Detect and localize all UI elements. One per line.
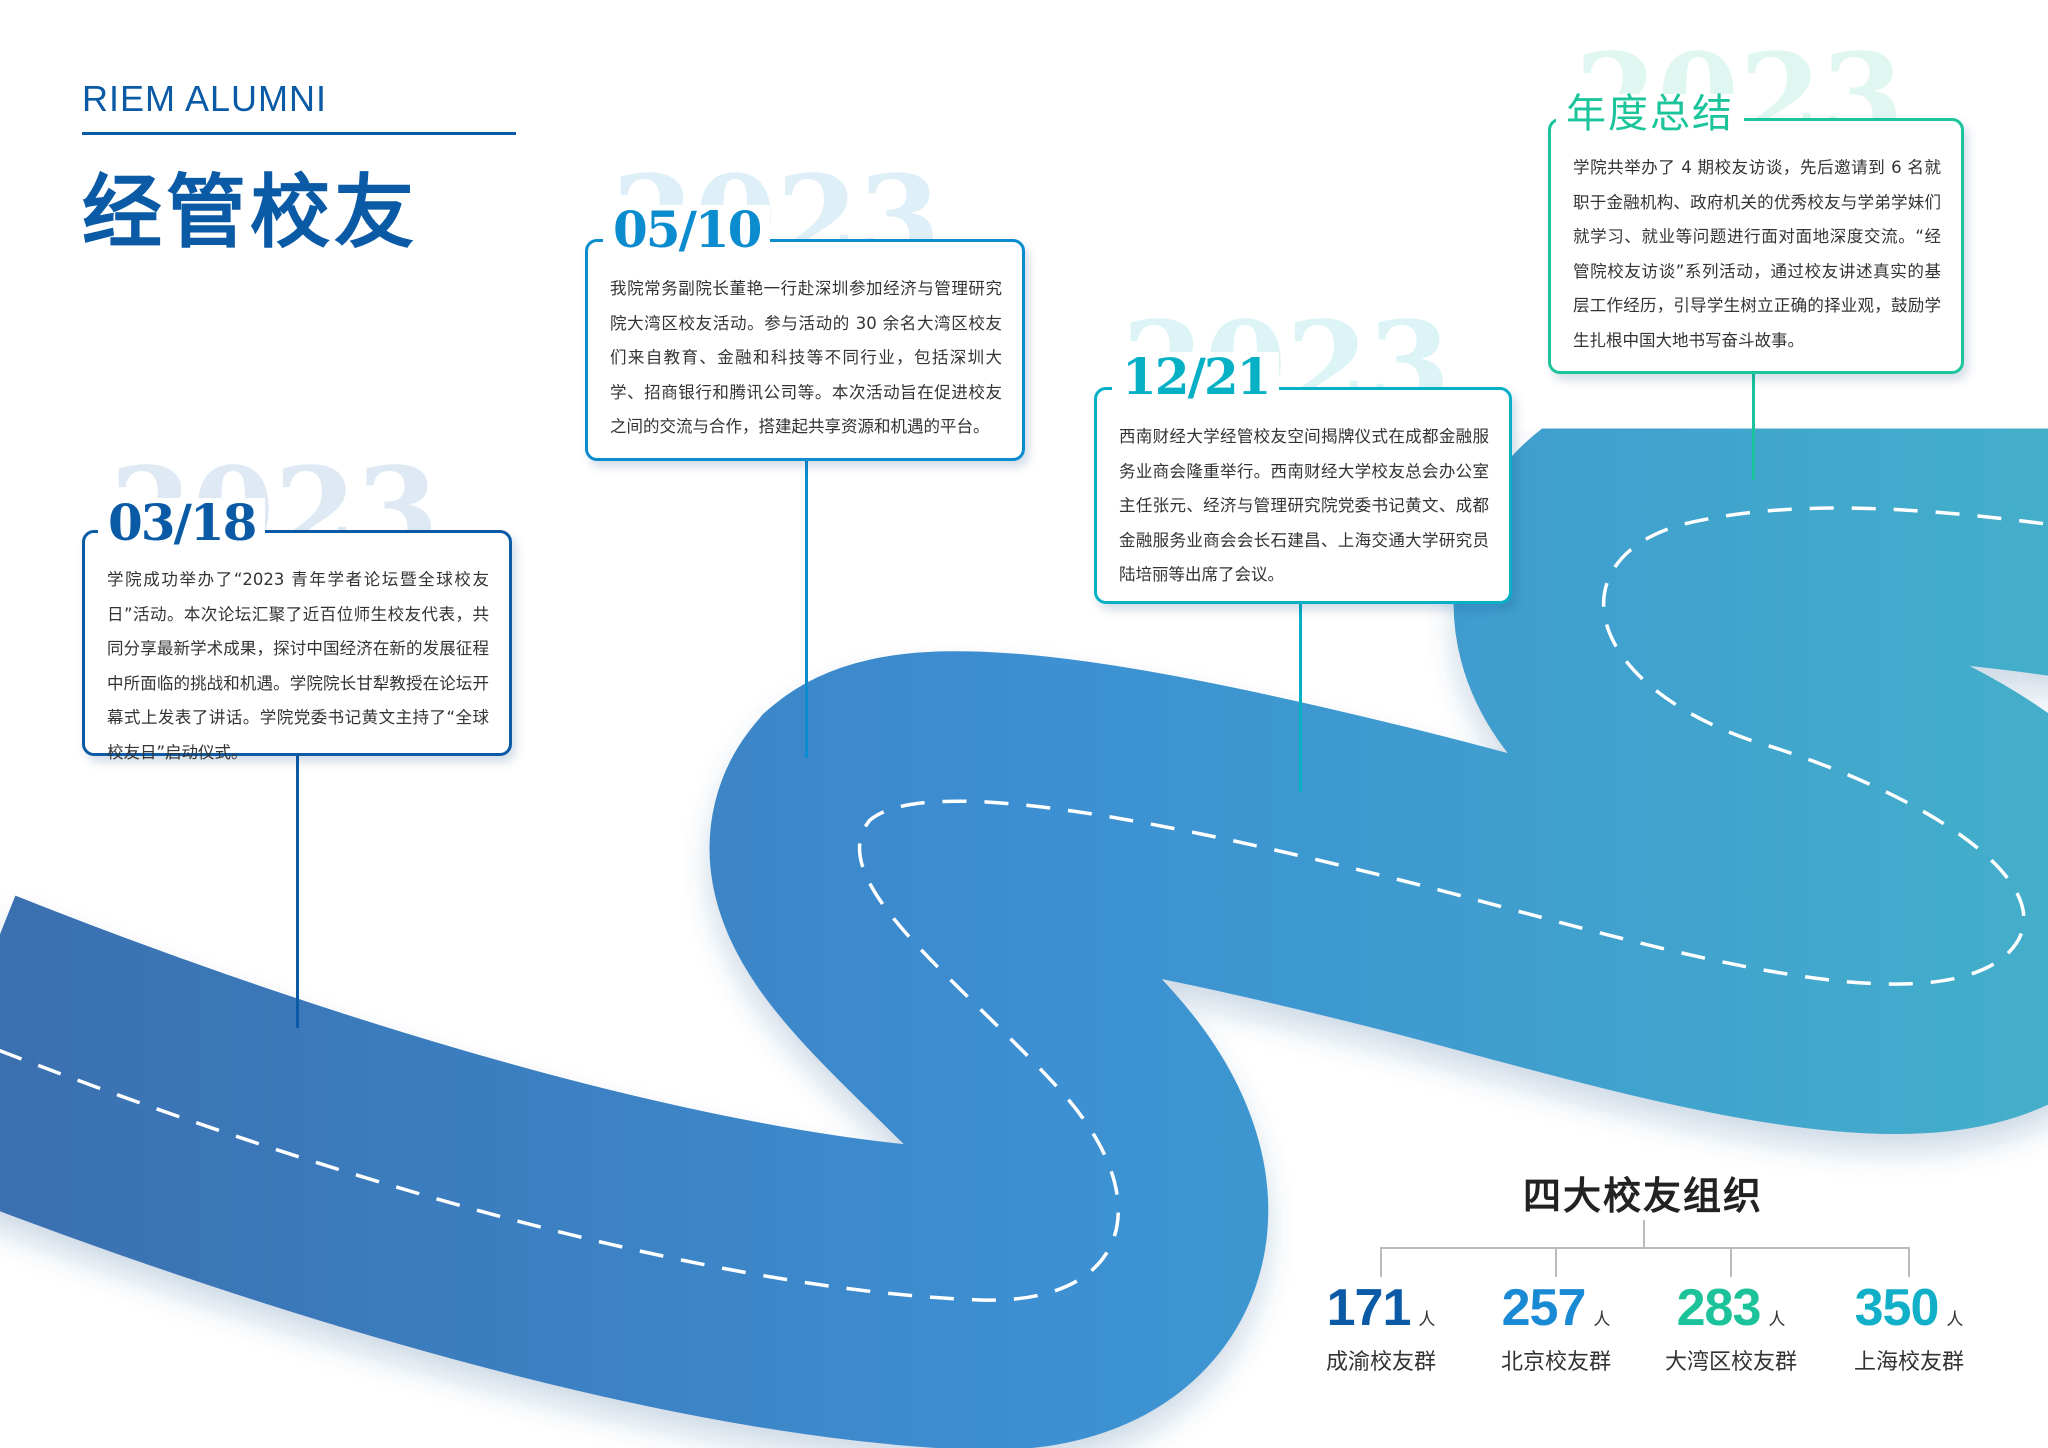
- unit-label: 人: [1946, 1310, 1964, 1330]
- timeline-stem: [1299, 600, 1302, 792]
- unit-label: 人: [1593, 1310, 1611, 1330]
- event-card-0318: 学院成功举办了“2023 青年学者论坛暨全球校友日”活动。本次论坛汇聚了近百位师…: [82, 530, 512, 762]
- event-description: 我院常务副院长董艳一行赴深圳参加经济与管理研究院大湾区校友活动。参与活动的 30…: [610, 279, 1002, 436]
- event-description: 学院成功举办了“2023 青年学者论坛暨全球校友日”活动。本次论坛汇聚了近百位师…: [107, 570, 489, 762]
- tree-connector: [1555, 1247, 1557, 1277]
- summary-heading: 年度总结: [1556, 94, 1744, 134]
- event-card-0510: 我院常务副院长董艳一行赴深圳参加经济与管理研究院大湾区校友活动。参与活动的 30…: [585, 239, 1025, 461]
- org-name: 上海校友群: [1853, 1350, 1964, 1375]
- org-name: 大湾区校友群: [1664, 1350, 1797, 1375]
- unit-label: 人: [1768, 1310, 1786, 1330]
- organizations-title: 四大校友组织: [1522, 1174, 1764, 1218]
- tree-connector: [1730, 1247, 1732, 1277]
- brand-label: RIEM ALUMNI: [82, 78, 328, 119]
- timeline-stem: [296, 752, 299, 1028]
- org-stat-beijing: 257 人 北京校友群: [1466, 1278, 1646, 1376]
- member-count: 171: [1326, 1279, 1412, 1337]
- page-title: 经管校友: [82, 166, 418, 259]
- member-count: 257: [1501, 1279, 1587, 1337]
- org-stat-chengyu: 171 人 成渝校友群: [1291, 1278, 1471, 1376]
- event-description: 西南财经大学经管校友空间揭牌仪式在成都金融服务业商会隆重举行。西南财经大学校友总…: [1119, 427, 1489, 584]
- unit-label: 人: [1418, 1310, 1436, 1330]
- annual-summary-card: 学院共举办了 4 期校友访谈，先后邀请到 6 名就职于金融机构、政府机关的优秀校…: [1548, 118, 1964, 374]
- member-count: 350: [1854, 1279, 1940, 1337]
- tree-connector: [1380, 1247, 1910, 1249]
- org-name: 北京校友群: [1500, 1350, 1611, 1375]
- org-stat-shanghai: 350 人 上海校友群: [1819, 1278, 1999, 1376]
- org-name: 成渝校友群: [1325, 1350, 1436, 1375]
- timeline-stem: [1752, 370, 1755, 480]
- brand-underline: [82, 132, 516, 135]
- event-date: 05/10: [603, 205, 771, 255]
- member-count: 283: [1676, 1279, 1762, 1337]
- org-stat-greater-bay: 283 人 大湾区校友群: [1641, 1278, 1821, 1376]
- tree-connector: [1380, 1247, 1382, 1277]
- event-date: 03/18: [98, 498, 266, 548]
- timeline-stem: [805, 458, 808, 758]
- summary-description: 学院共举办了 4 期校友访谈，先后邀请到 6 名就职于金融机构、政府机关的优秀校…: [1573, 158, 1941, 350]
- tree-connector: [1643, 1220, 1645, 1248]
- tree-connector: [1908, 1247, 1910, 1277]
- event-card-1221: 西南财经大学经管校友空间揭牌仪式在成都金融服务业商会隆重举行。西南财经大学校友总…: [1094, 387, 1512, 604]
- event-date: 12/21: [1112, 352, 1280, 402]
